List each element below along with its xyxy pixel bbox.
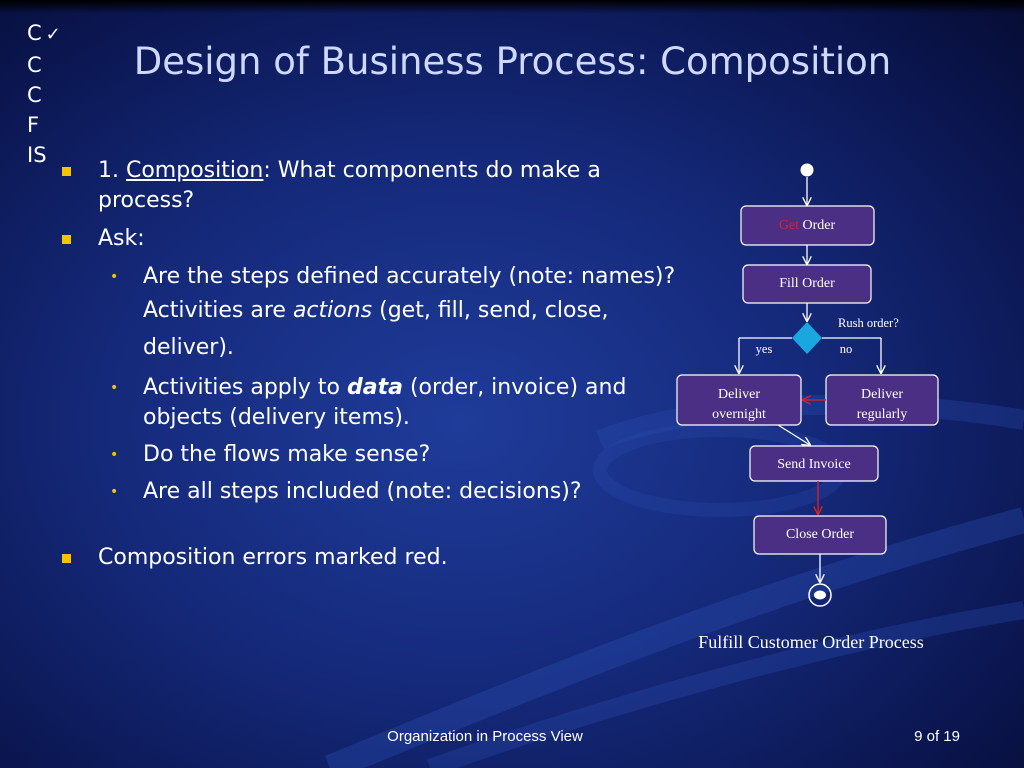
bullet-marker — [62, 554, 71, 563]
no-label: no — [840, 342, 853, 356]
sub-bullet-flows: • Do the flows make sense? — [98, 440, 698, 470]
fill-order-label: Fill Order — [779, 276, 835, 291]
end-node-core — [814, 590, 826, 600]
bullet-marker — [62, 167, 71, 176]
bullet-composition: 1. Composition: What components do make … — [58, 156, 698, 216]
bullet-list: 1. Composition: What components do make … — [58, 156, 698, 581]
bullet-ask: Ask: — [58, 224, 698, 254]
deliver-overnight-label-1: Deliver — [718, 387, 760, 402]
sub-bullet-activities-data: • Activities apply to data (order, invoi… — [110, 375, 627, 430]
deliver-regularly-label-1: Deliver — [861, 387, 903, 402]
logo-letter-c1: C — [27, 21, 42, 45]
sub-bullet-steps-included: • Are all steps included (note: decision… — [98, 477, 698, 507]
get-word: Get — [779, 218, 799, 233]
get-order-label: Order — [799, 218, 835, 233]
sub-bullet-marker: • — [110, 380, 119, 396]
logo-letter-c3: C — [27, 83, 42, 107]
slide-title: Design of Business Process: Composition — [133, 40, 892, 83]
sub-bullet-marker: • — [110, 484, 119, 500]
diagram-caption: Fulfill Customer Order Process — [698, 632, 923, 652]
rush-order-decision — [792, 322, 822, 354]
start-node — [800, 163, 814, 177]
sub-bullet-marker: • — [110, 447, 119, 463]
deliver-overnight-label-2: overnight — [712, 407, 766, 422]
close-order-label: Close Order — [786, 527, 854, 542]
composition-link[interactable]: Composition — [125, 158, 264, 183]
top-band — [0, 0, 1024, 14]
logo-letters-is: IS — [27, 143, 47, 167]
check-icon: ✓ — [45, 24, 61, 45]
sub-bullet-marker: • — [110, 269, 119, 285]
footer-title: Organization in Process View — [387, 728, 583, 745]
logo-letter-c2: C — [27, 53, 42, 77]
send-invoice-box — [749, 445, 879, 482]
bullet-marker — [62, 235, 71, 244]
yes-label: yes — [756, 342, 773, 356]
end-node-ring — [808, 583, 832, 607]
logo-letter-f: F — [27, 113, 40, 137]
sub-bullet-steps-defined: • Are the steps defined accurately (note… — [110, 264, 676, 360]
svg-text:Get Order: Get Order — [779, 218, 836, 233]
arrow-overnight-to-send — [777, 424, 810, 445]
process-diagram: Get Order Fill Order Rush order? yes no … — [676, 163, 939, 652]
rush-order-label: Rush order? — [838, 316, 899, 330]
page-number: 9 of 19 — [914, 728, 960, 745]
logo: C✓ C C F IS — [27, 18, 61, 170]
deliver-overnight-box — [676, 374, 802, 426]
deliver-regularly-label-2: regularly — [857, 407, 908, 422]
bullet-errors-marked: Composition errors marked red. — [58, 543, 698, 573]
send-invoice-label: Send Invoice — [777, 457, 850, 472]
